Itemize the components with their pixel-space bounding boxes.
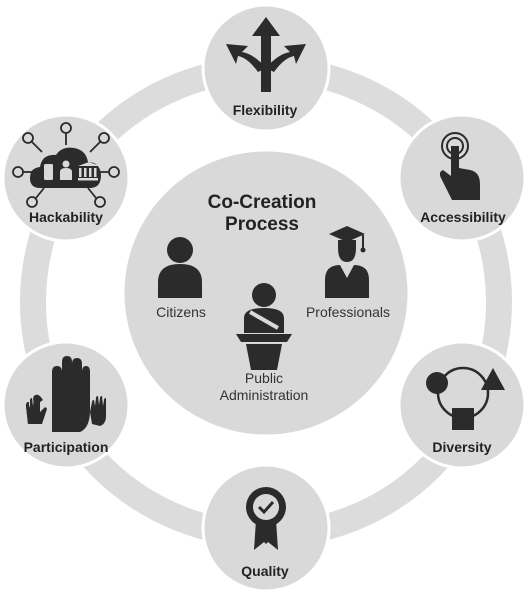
raised-hands-icon xyxy=(26,356,106,432)
node-label-accessibility: Accessibility xyxy=(420,209,506,225)
center-circle: Co-Creation Process Citizens Professiona… xyxy=(121,148,411,438)
node-accessibility: Accessibility xyxy=(397,113,527,243)
actor-label-citizens: Citizens xyxy=(156,304,206,320)
shapes-cycle-icon xyxy=(426,366,505,430)
actor-label-professionals: Professionals xyxy=(306,304,390,320)
node-diversity: Diversity xyxy=(397,340,527,470)
node-label-flexibility: Flexibility xyxy=(233,102,298,118)
node-flexibility: Flexibility xyxy=(201,3,331,133)
speaker-podium-icon xyxy=(236,283,292,370)
center-title-line2: Process xyxy=(225,214,299,235)
citizen-person-icon xyxy=(158,237,202,298)
cloud-network-icon xyxy=(12,122,120,208)
touch-hand-icon xyxy=(439,132,480,200)
split-arrows-icon xyxy=(226,17,306,92)
node-hackability: Hackability xyxy=(1,113,131,243)
node-quality: Quality xyxy=(201,463,331,593)
center-title-line1: Co-Creation xyxy=(208,192,317,213)
node-label-diversity: Diversity xyxy=(432,439,491,455)
node-label-participation: Participation xyxy=(24,439,109,455)
award-badge-icon xyxy=(246,487,286,550)
graduate-person-icon xyxy=(325,226,369,298)
node-participation: Participation xyxy=(1,340,131,470)
actor-label-public-line1: Public xyxy=(245,370,283,386)
node-label-quality: Quality xyxy=(241,563,289,579)
actor-label-public-line2: Administration xyxy=(220,387,309,403)
node-label-hackability: Hackability xyxy=(29,209,103,225)
